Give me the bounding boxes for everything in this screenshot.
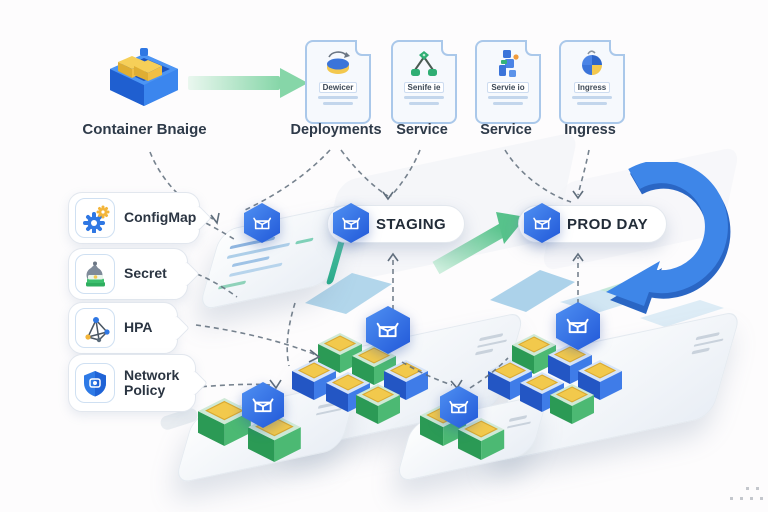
ingress-doc-icon	[582, 50, 602, 75]
doc-text-line	[572, 96, 612, 99]
kubernetes-hexagon-icon	[244, 203, 280, 243]
doc-text-line	[577, 102, 607, 105]
manifest-label-service-2: Service	[480, 122, 532, 138]
doc-title: Servie io	[487, 82, 529, 93]
doc-title: Dewicer	[318, 82, 358, 93]
container-image-icon	[110, 48, 178, 106]
env-label-staging: STAGING	[376, 215, 447, 233]
manifest-label-ingress: Ingress	[564, 122, 616, 138]
doc-text-line	[488, 96, 528, 99]
manifest-card-service-2: Servie io	[475, 40, 541, 124]
manifest-card-service-1: Senife ie	[391, 40, 457, 124]
doc-text-line	[409, 102, 439, 105]
resource-item-secret: Secret	[68, 248, 188, 300]
doc-title: Ingress	[573, 82, 611, 93]
deployment-doc-icon	[327, 51, 350, 74]
resource-label: HPA	[124, 319, 153, 336]
secret-money-bag-icon	[75, 254, 115, 294]
speckle-marks	[730, 497, 733, 500]
kubernetes-hexagon-icon	[366, 306, 410, 354]
kubernetes-hexagon-icon	[556, 302, 600, 350]
doc-text-line	[323, 102, 353, 105]
env-label-prod: PROD DAY	[567, 215, 648, 233]
network-policy-shield-icon	[75, 363, 115, 403]
speckle-marks	[746, 487, 749, 490]
resource-label: ConfigMap	[124, 209, 197, 226]
doc-text-line	[493, 102, 523, 105]
rollback-arrow	[606, 162, 731, 314]
resource-item-hpa: HPA	[68, 302, 178, 354]
hpa-topology-icon	[75, 308, 115, 348]
doc-text-line	[404, 96, 444, 99]
doc-title: Senife ie	[403, 82, 445, 93]
manifest-card-ingress: Ingress	[559, 40, 625, 124]
resource-item-configmap: ConfigMap	[68, 192, 200, 244]
kubernetes-hexagon-icon	[333, 203, 369, 243]
container-image-label: Container Bnaige	[82, 121, 207, 138]
doc-text-line	[318, 96, 358, 99]
kubernetes-hexagon-icon	[440, 386, 478, 428]
resource-label: Network Policy	[124, 366, 180, 398]
manifest-label-service-1: Service	[396, 122, 448, 138]
service-blocks-doc-icon	[499, 50, 519, 77]
service-doc-icon	[411, 51, 437, 76]
build-arrow	[188, 68, 308, 98]
configmap-gears-icon	[75, 198, 115, 238]
kubernetes-hexagon-icon	[242, 382, 284, 428]
manifest-card-deployment: Dewicer	[305, 40, 371, 124]
resource-label: Secret	[124, 265, 167, 282]
resource-item-network-policy: Network Policy	[68, 354, 196, 412]
manifest-label-deployment: Deployments	[290, 122, 382, 138]
kubernetes-hexagon-icon	[524, 203, 560, 243]
